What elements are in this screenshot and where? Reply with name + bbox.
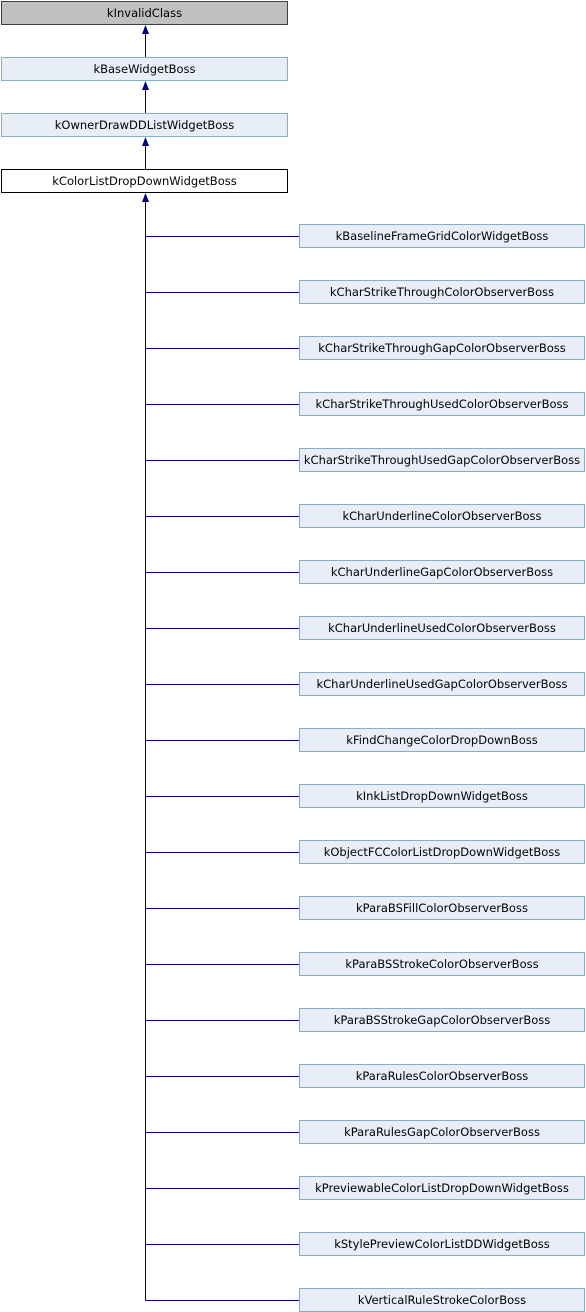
class-node-child[interactable]: kParaBSFillColorObserverBoss xyxy=(299,896,585,920)
class-node-child[interactable]: kParaRulesColorObserverBoss xyxy=(299,1064,585,1088)
class-node-child[interactable]: kBaselineFrameGridColorWidgetBoss xyxy=(299,224,585,248)
inheritance-arrow xyxy=(142,137,149,146)
class-node-child[interactable]: kCharUnderlineUsedColorObserverBoss xyxy=(299,616,585,640)
class-node-chain[interactable]: kOwnerDrawDDListWidgetBoss xyxy=(1,113,288,137)
class-node-child[interactable]: kParaRulesGapColorObserverBoss xyxy=(299,1120,585,1144)
class-node-child[interactable]: kCharUnderlineGapColorObserverBoss xyxy=(299,560,585,584)
class-node-child[interactable]: kCharStrikeThroughColorObserverBoss xyxy=(299,280,585,304)
class-node-child[interactable]: kObjectFCColorListDropDownWidgetBoss xyxy=(299,840,585,864)
class-node-child[interactable]: kPreviewableColorListDropDownWidgetBoss xyxy=(299,1176,585,1200)
inheritance-arrow xyxy=(142,25,149,34)
class-node-chain[interactable]: kInvalidClass xyxy=(1,1,288,25)
class-node-child[interactable]: kCharStrikeThroughUsedGapColorObserverBo… xyxy=(299,448,585,472)
class-node-child[interactable]: kStylePreviewColorListDDWidgetBoss xyxy=(299,1232,585,1256)
class-node-child[interactable]: kCharStrikeThroughGapColorObserverBoss xyxy=(299,336,585,360)
class-node-child[interactable]: kCharUnderlineColorObserverBoss xyxy=(299,504,585,528)
class-node-chain[interactable]: kBaseWidgetBoss xyxy=(1,57,288,81)
inheritance-arrow xyxy=(142,81,149,90)
class-node-child[interactable]: kInkListDropDownWidgetBoss xyxy=(299,784,585,808)
class-node-child[interactable]: kFindChangeColorDropDownBoss xyxy=(299,728,585,752)
class-node-child[interactable]: kCharUnderlineUsedGapColorObserverBoss xyxy=(299,672,585,696)
class-node-child[interactable]: kVerticalRuleStrokeColorBoss xyxy=(299,1288,585,1312)
class-node-child[interactable]: kParaBSStrokeColorObserverBoss xyxy=(299,952,585,976)
class-node-child[interactable]: kCharStrikeThroughUsedColorObserverBoss xyxy=(299,392,585,416)
class-node-child[interactable]: kParaBSStrokeGapColorObserverBoss xyxy=(299,1008,585,1032)
trunk-arrow xyxy=(142,193,149,202)
class-node-chain: kColorListDropDownWidgetBoss xyxy=(1,169,288,193)
